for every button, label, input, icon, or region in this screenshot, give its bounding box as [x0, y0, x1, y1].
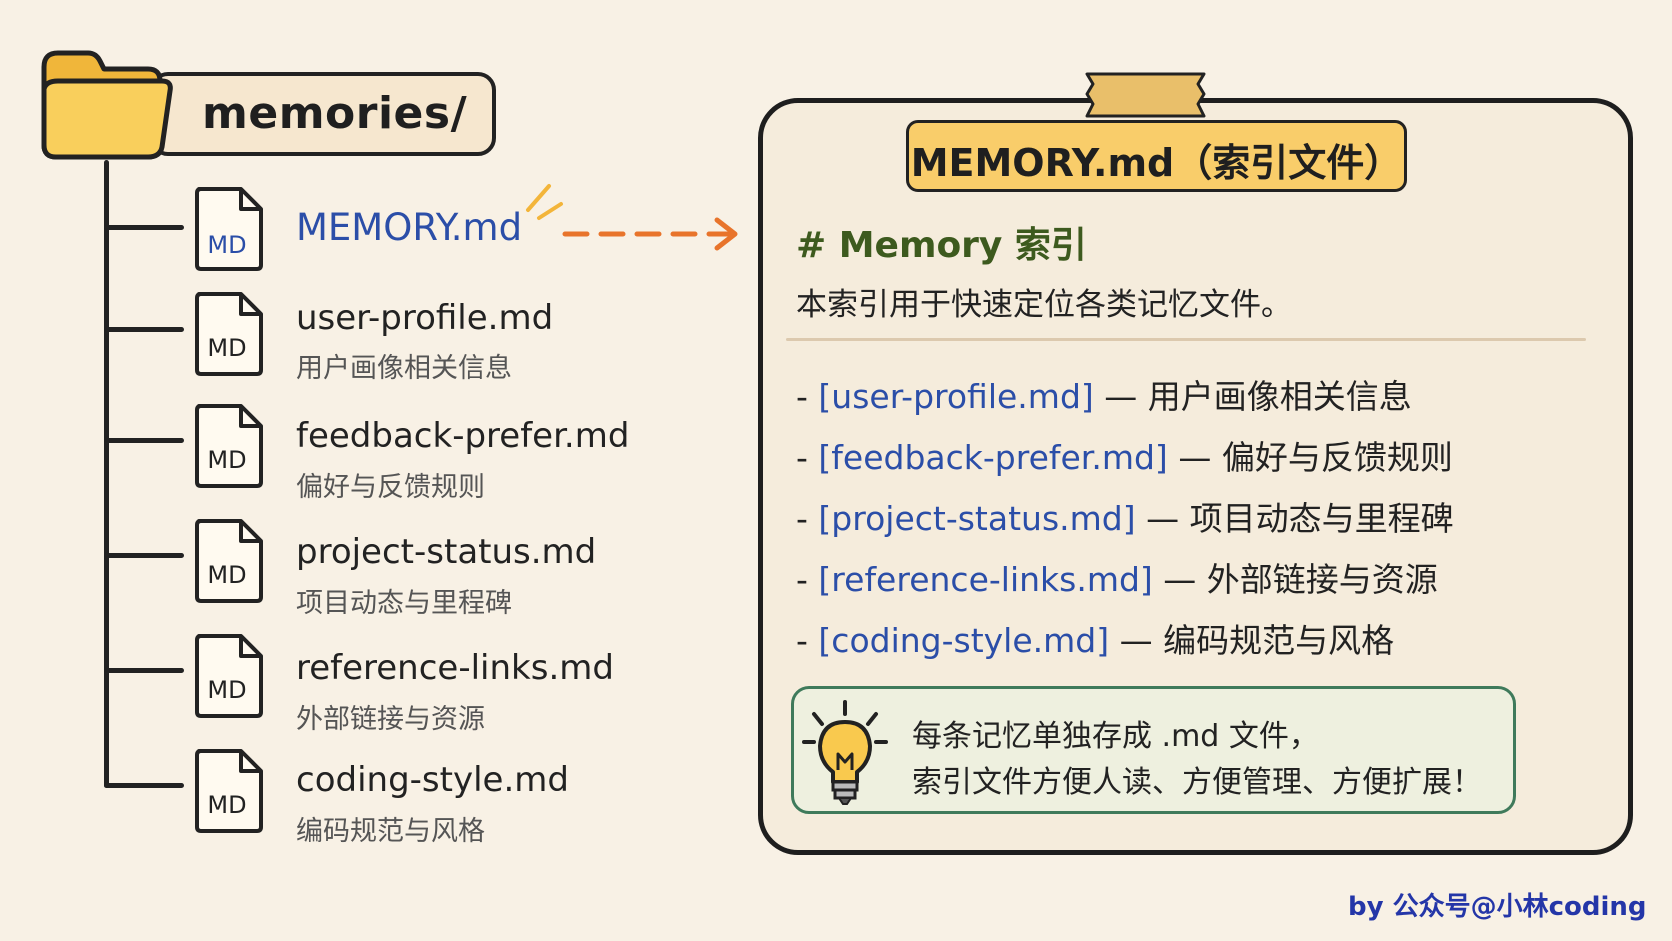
lightbulb-icon: [802, 700, 888, 805]
index-link[interactable]: [project-status.md]: [818, 499, 1136, 538]
tip-line-2: 索引文件方便人读、方便管理、方便扩展！: [912, 765, 1482, 800]
file-description: 偏好与反馈规则: [296, 472, 485, 503]
file-name[interactable]: coding-style.md: [296, 760, 569, 800]
em-dash: —: [1178, 438, 1212, 477]
em-dash: —: [1104, 377, 1138, 416]
svg-text:MD: MD: [207, 791, 246, 819]
index-description: 用户画像相关信息: [1147, 377, 1412, 416]
credit-text: by 公众号@小林coding: [1348, 892, 1647, 922]
svg-text:MD: MD: [207, 561, 246, 589]
index-description: 编码规范与风格: [1163, 621, 1395, 660]
index-link[interactable]: [reference-links.md]: [818, 560, 1153, 599]
bullet: -: [796, 621, 808, 660]
em-dash: —: [1146, 499, 1180, 538]
index-link[interactable]: [user-profile.md]: [818, 377, 1094, 416]
md-file-icon: MD: [195, 404, 263, 488]
svg-text:MD: MD: [207, 231, 246, 259]
index-description: 项目动态与里程碑: [1189, 499, 1454, 538]
file-name[interactable]: user-profile.md: [296, 298, 554, 338]
folder-icon: [41, 50, 173, 160]
index-item: - [project-status.md] — 项目动态与里程碑: [796, 492, 1454, 540]
md-file-icon: MD: [195, 292, 263, 376]
file-description: 项目动态与里程碑: [296, 588, 512, 619]
tree-branch: [104, 225, 184, 230]
file-description: 编码规范与风格: [296, 816, 485, 847]
index-item: - [user-profile.md] — 用户画像相关信息: [796, 370, 1412, 418]
divider: [786, 338, 1586, 341]
svg-text:MD: MD: [207, 334, 246, 362]
index-description: 外部链接与资源: [1206, 560, 1438, 599]
file-name[interactable]: MEMORY.md: [296, 206, 523, 249]
index-item: - [reference-links.md] — 外部链接与资源: [796, 553, 1438, 601]
index-description: 偏好与反馈规则: [1221, 438, 1453, 477]
card-title: MEMORY.md（索引文件）: [910, 141, 1403, 185]
index-heading: # Memory 索引: [796, 225, 1087, 266]
tree-branch: [104, 668, 184, 673]
tree-trunk: [104, 160, 109, 788]
md-file-icon: MD: [195, 634, 263, 718]
dashed-arrow-icon: [526, 184, 738, 251]
file-name[interactable]: project-status.md: [296, 532, 597, 572]
bullet: -: [796, 560, 808, 599]
file-description: 外部链接与资源: [296, 704, 485, 735]
md-file-icon: MD: [195, 519, 263, 603]
tape-icon: [1085, 72, 1206, 118]
tree-branch: [104, 438, 184, 443]
index-item: - [feedback-prefer.md] — 偏好与反馈规则: [796, 431, 1453, 479]
em-dash: —: [1163, 560, 1197, 599]
index-item: - [coding-style.md] — 编码规范与风格: [796, 614, 1394, 662]
svg-text:MD: MD: [207, 676, 246, 704]
tip-box: [791, 686, 1516, 814]
index-intro: 本索引用于快速定位各类记忆文件。: [796, 287, 1292, 323]
file-description: 用户画像相关信息: [296, 353, 512, 384]
card-title-box: [906, 120, 1407, 192]
index-link[interactable]: [coding-style.md]: [818, 621, 1110, 660]
bullet: -: [796, 499, 808, 538]
tip-line-1: 每条记忆单独存成 .md 文件，: [912, 719, 1319, 754]
em-dash: —: [1119, 621, 1153, 660]
bullet: -: [796, 438, 808, 477]
tree-branch: [104, 783, 184, 788]
folder-title: memories/: [202, 88, 468, 139]
folder-label-box: [150, 72, 496, 156]
index-link[interactable]: [feedback-prefer.md]: [818, 438, 1168, 477]
tree-branch: [104, 553, 184, 558]
md-file-icon: MD: [195, 749, 263, 833]
tree-branch: [104, 327, 184, 332]
md-file-icon: MD: [195, 187, 263, 271]
file-name[interactable]: reference-links.md: [296, 648, 614, 688]
svg-text:MD: MD: [207, 446, 246, 474]
file-name[interactable]: feedback-prefer.md: [296, 416, 630, 456]
bullet: -: [796, 377, 808, 416]
